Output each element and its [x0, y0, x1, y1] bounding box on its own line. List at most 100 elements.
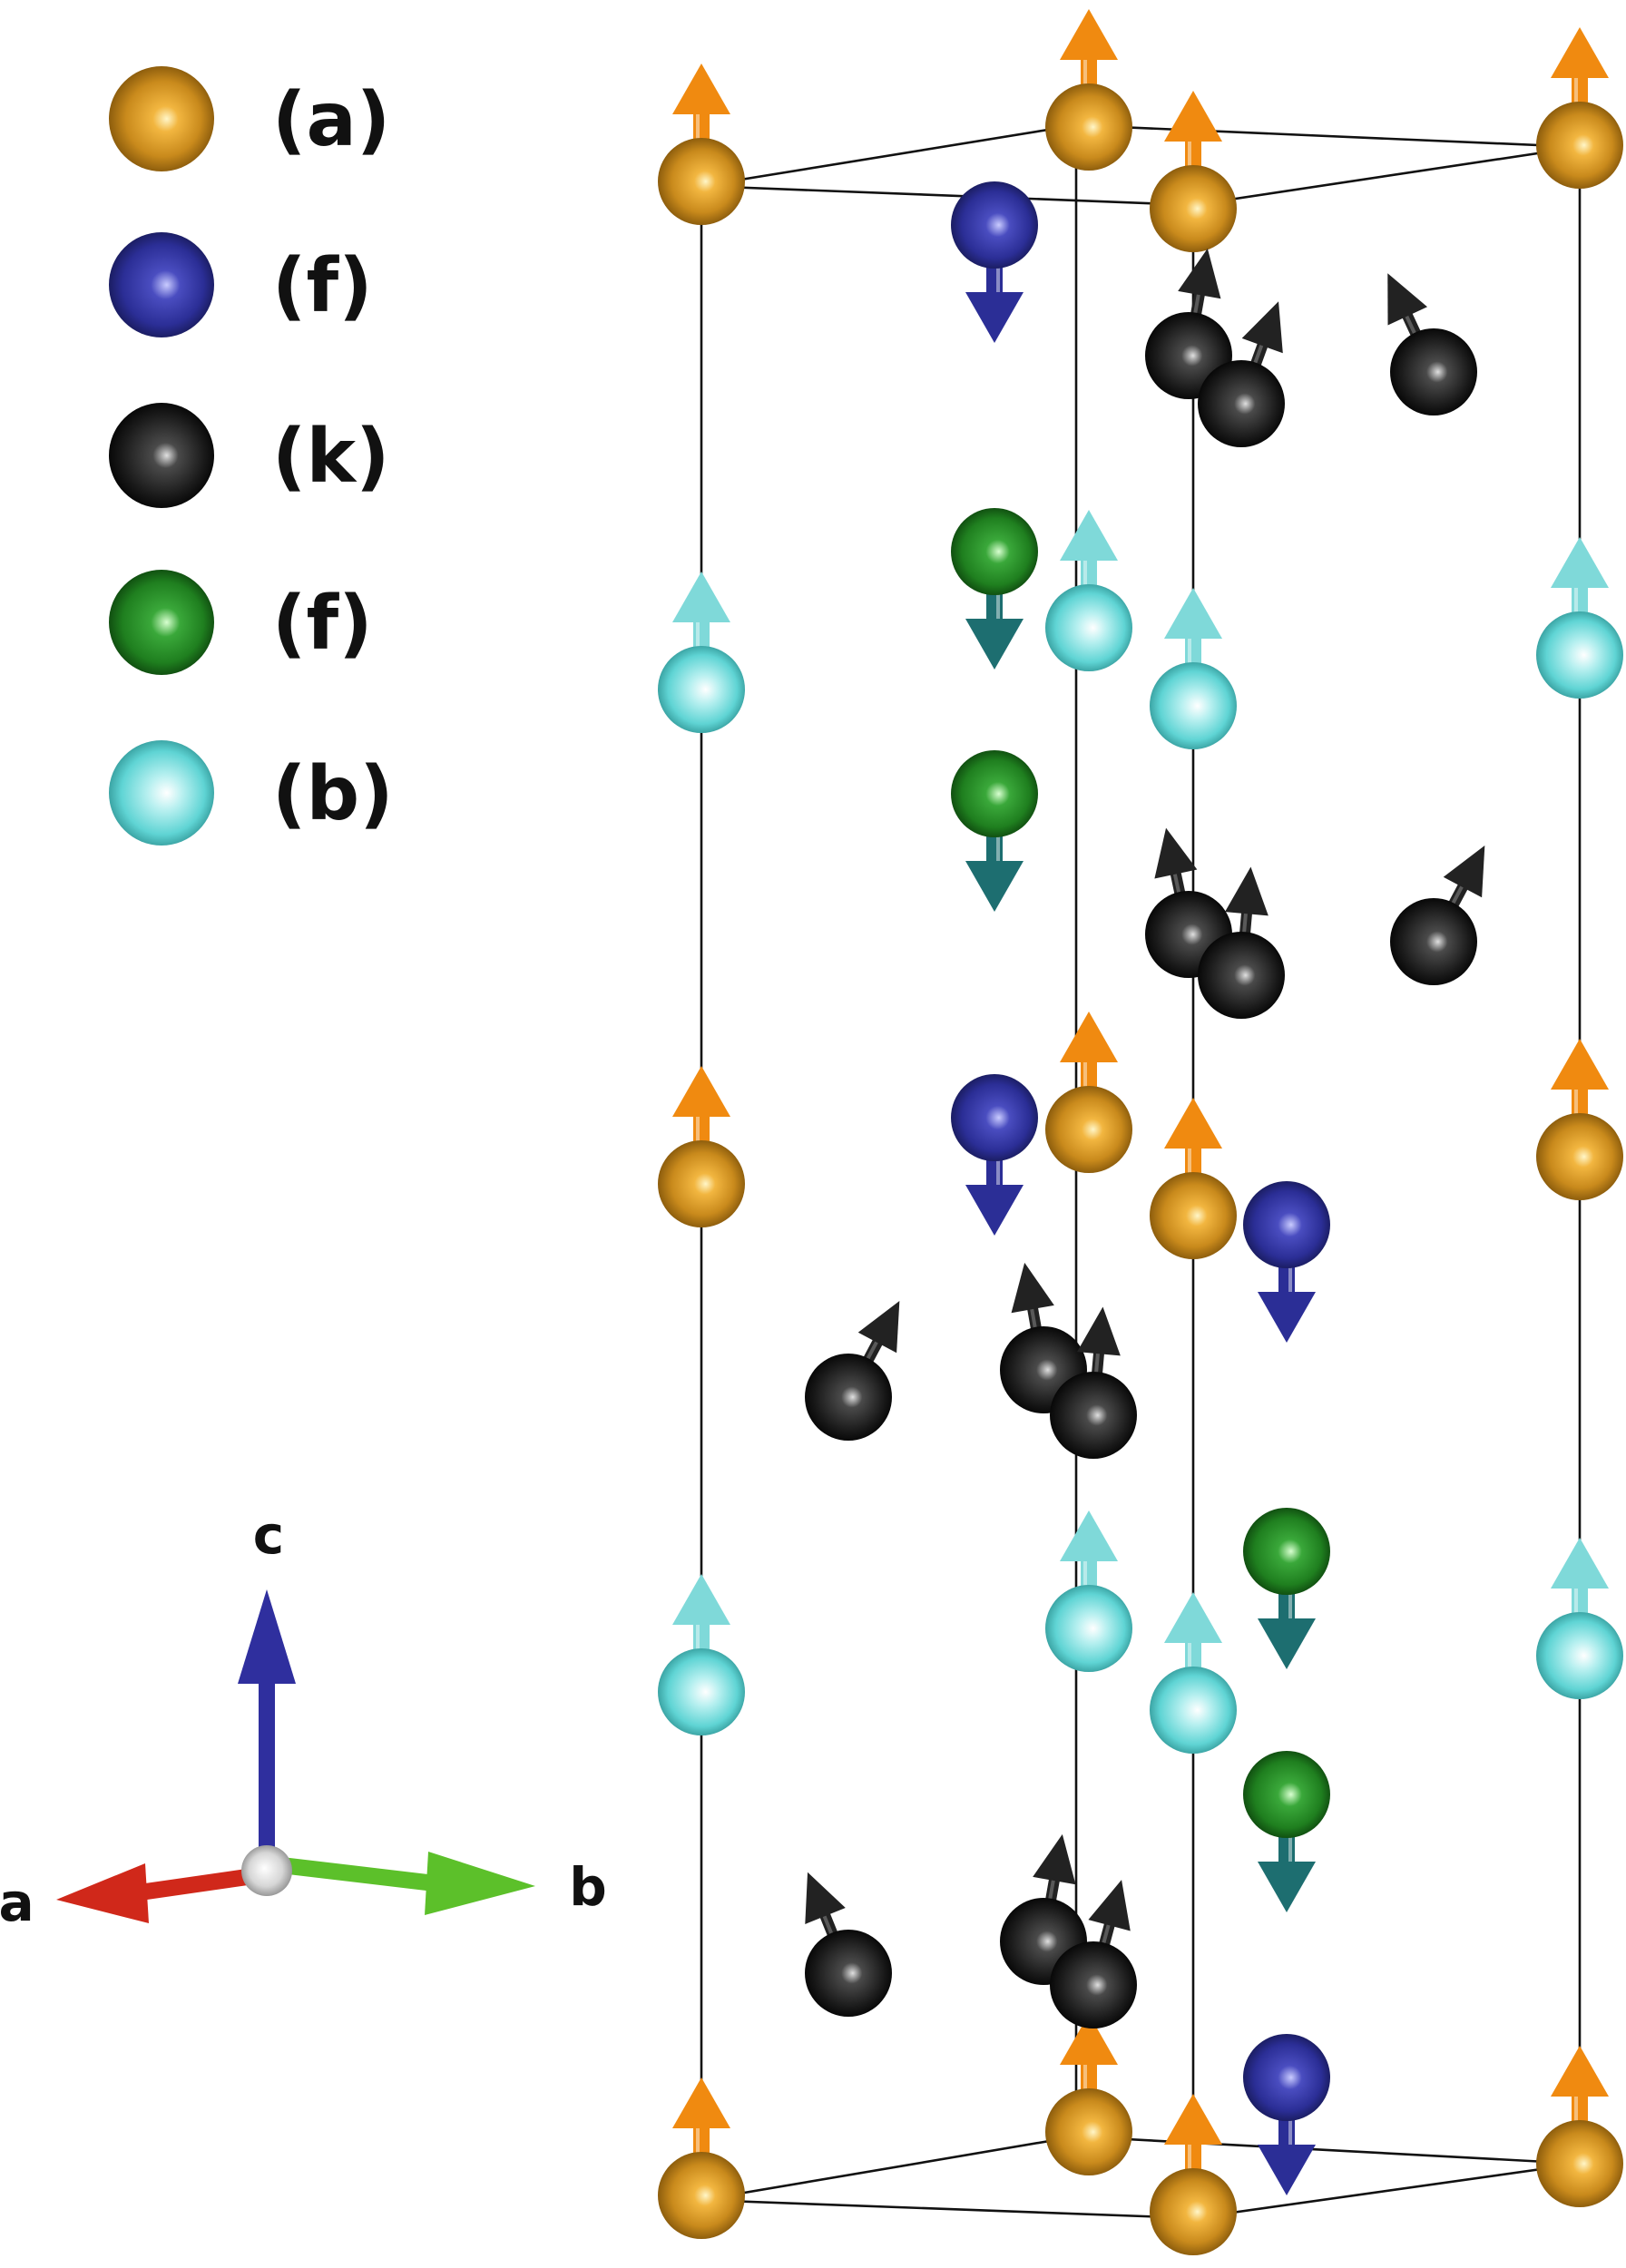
atom-sphere — [1536, 2120, 1623, 2207]
atom-sphere — [951, 181, 1038, 269]
atom-sphere — [1150, 1172, 1237, 1259]
atom-a — [1045, 9, 1132, 171]
legend-item: (k) — [109, 403, 390, 508]
atom-sphere — [1150, 165, 1237, 252]
atom-f-green — [1243, 1751, 1330, 1912]
atom-a — [1150, 2094, 1237, 2255]
atom-b — [1045, 1510, 1132, 1672]
atom-sphere — [1050, 1941, 1137, 2028]
legend-item: (f) — [109, 232, 373, 337]
atom-a — [658, 2077, 745, 2239]
atom-sphere — [1150, 2168, 1237, 2255]
atom-b — [1150, 588, 1237, 749]
atom-sphere — [658, 2152, 745, 2239]
axis-a-label: a — [0, 1872, 34, 1933]
legend-label: (k) — [272, 414, 390, 500]
atom-k — [805, 1872, 892, 2017]
atom-sphere — [951, 1074, 1038, 1161]
atom-sphere — [1536, 611, 1623, 699]
atom-f-blue — [951, 1074, 1038, 1236]
atom-sphere — [658, 1648, 745, 1735]
atom-sphere — [951, 508, 1038, 595]
cell-edge — [700, 2135, 1077, 2202]
atom-sphere — [1536, 1113, 1623, 1200]
legend-item: (a) — [109, 66, 390, 171]
atom-sphere — [658, 138, 745, 225]
atom-sphere — [951, 750, 1038, 837]
atom-k — [1387, 273, 1477, 415]
atom-b — [1045, 510, 1132, 671]
legend-item: (f) — [109, 570, 373, 675]
legend-swatch-f-blue — [109, 232, 214, 337]
legend-item: (b) — [109, 740, 394, 846]
legend: (a) (f) (k) (f) (b) — [109, 66, 394, 846]
cell-edge — [700, 123, 1077, 188]
axis-b-arrow — [265, 1852, 535, 1915]
axis-c-label: c — [253, 1504, 284, 1566]
atom-f-green — [1243, 1508, 1330, 1669]
atom-sphere — [1045, 1086, 1132, 1173]
atom-b — [1536, 537, 1623, 699]
atom-b — [1150, 1592, 1237, 1754]
atom-sphere — [1390, 898, 1477, 985]
atom-f-blue — [1243, 2034, 1330, 2195]
atom-sphere — [805, 1354, 892, 1441]
atom-sphere — [658, 646, 745, 733]
atom-a — [1045, 2014, 1132, 2175]
atom-sphere — [658, 1140, 745, 1227]
atom-a — [1150, 1098, 1237, 1259]
atom-k — [1390, 846, 1485, 985]
atom-a — [1536, 2046, 1623, 2207]
atoms-layer — [658, 9, 1623, 2255]
atom-a — [1536, 1039, 1623, 1200]
atom-sphere — [1243, 1181, 1330, 1268]
atom-k — [1198, 866, 1285, 1019]
atom-a — [658, 64, 745, 225]
legend-swatch-f-green — [109, 570, 214, 675]
axes-triad: c b a — [0, 1504, 607, 1933]
legend-label: (f) — [272, 581, 373, 667]
atom-sphere — [1150, 1667, 1237, 1754]
atom-a — [1045, 1012, 1132, 1173]
legend-swatch-b — [109, 740, 214, 846]
cell-edge — [1075, 2135, 1581, 2165]
axis-b-label: b — [569, 1856, 607, 1918]
cell-edge — [1075, 123, 1581, 149]
atom-sphere — [1045, 83, 1132, 171]
axis-c-arrow — [238, 1589, 296, 1866]
legend-label: (b) — [272, 751, 394, 837]
atom-sphere — [1243, 1508, 1330, 1595]
atom-b — [658, 572, 745, 733]
axis-origin — [241, 1845, 292, 1896]
atom-sphere — [1243, 1751, 1330, 1838]
atom-k — [805, 1301, 900, 1441]
atom-a — [1536, 27, 1623, 189]
atom-b — [1536, 1538, 1623, 1699]
atom-f-blue — [1243, 1181, 1330, 1343]
atom-sphere — [1536, 1612, 1623, 1699]
atom-sphere — [1150, 662, 1237, 749]
atom-b — [658, 1574, 745, 1735]
legend-label: (a) — [272, 77, 390, 163]
atom-sphere — [1050, 1372, 1137, 1459]
atom-f-green — [951, 750, 1038, 912]
cell-edge — [1192, 2162, 1581, 2220]
atom-f-green — [951, 508, 1038, 670]
atom-k — [1198, 301, 1285, 447]
legend-swatch-a — [109, 66, 214, 171]
atom-k — [1050, 1880, 1137, 2028]
atom-a — [658, 1066, 745, 1227]
atom-sphere — [1198, 360, 1285, 447]
legend-label: (f) — [272, 243, 373, 329]
atom-f-blue — [951, 181, 1038, 343]
atom-sphere — [1045, 2088, 1132, 2175]
atom-sphere — [1198, 932, 1285, 1019]
atom-sphere — [1045, 1585, 1132, 1672]
legend-swatch-k — [109, 403, 214, 508]
atom-sphere — [1536, 102, 1623, 189]
axis-a-arrow — [56, 1863, 267, 1923]
cell-edge — [1192, 145, 1581, 207]
atom-sphere — [1390, 328, 1477, 415]
atom-sphere — [1045, 584, 1132, 671]
